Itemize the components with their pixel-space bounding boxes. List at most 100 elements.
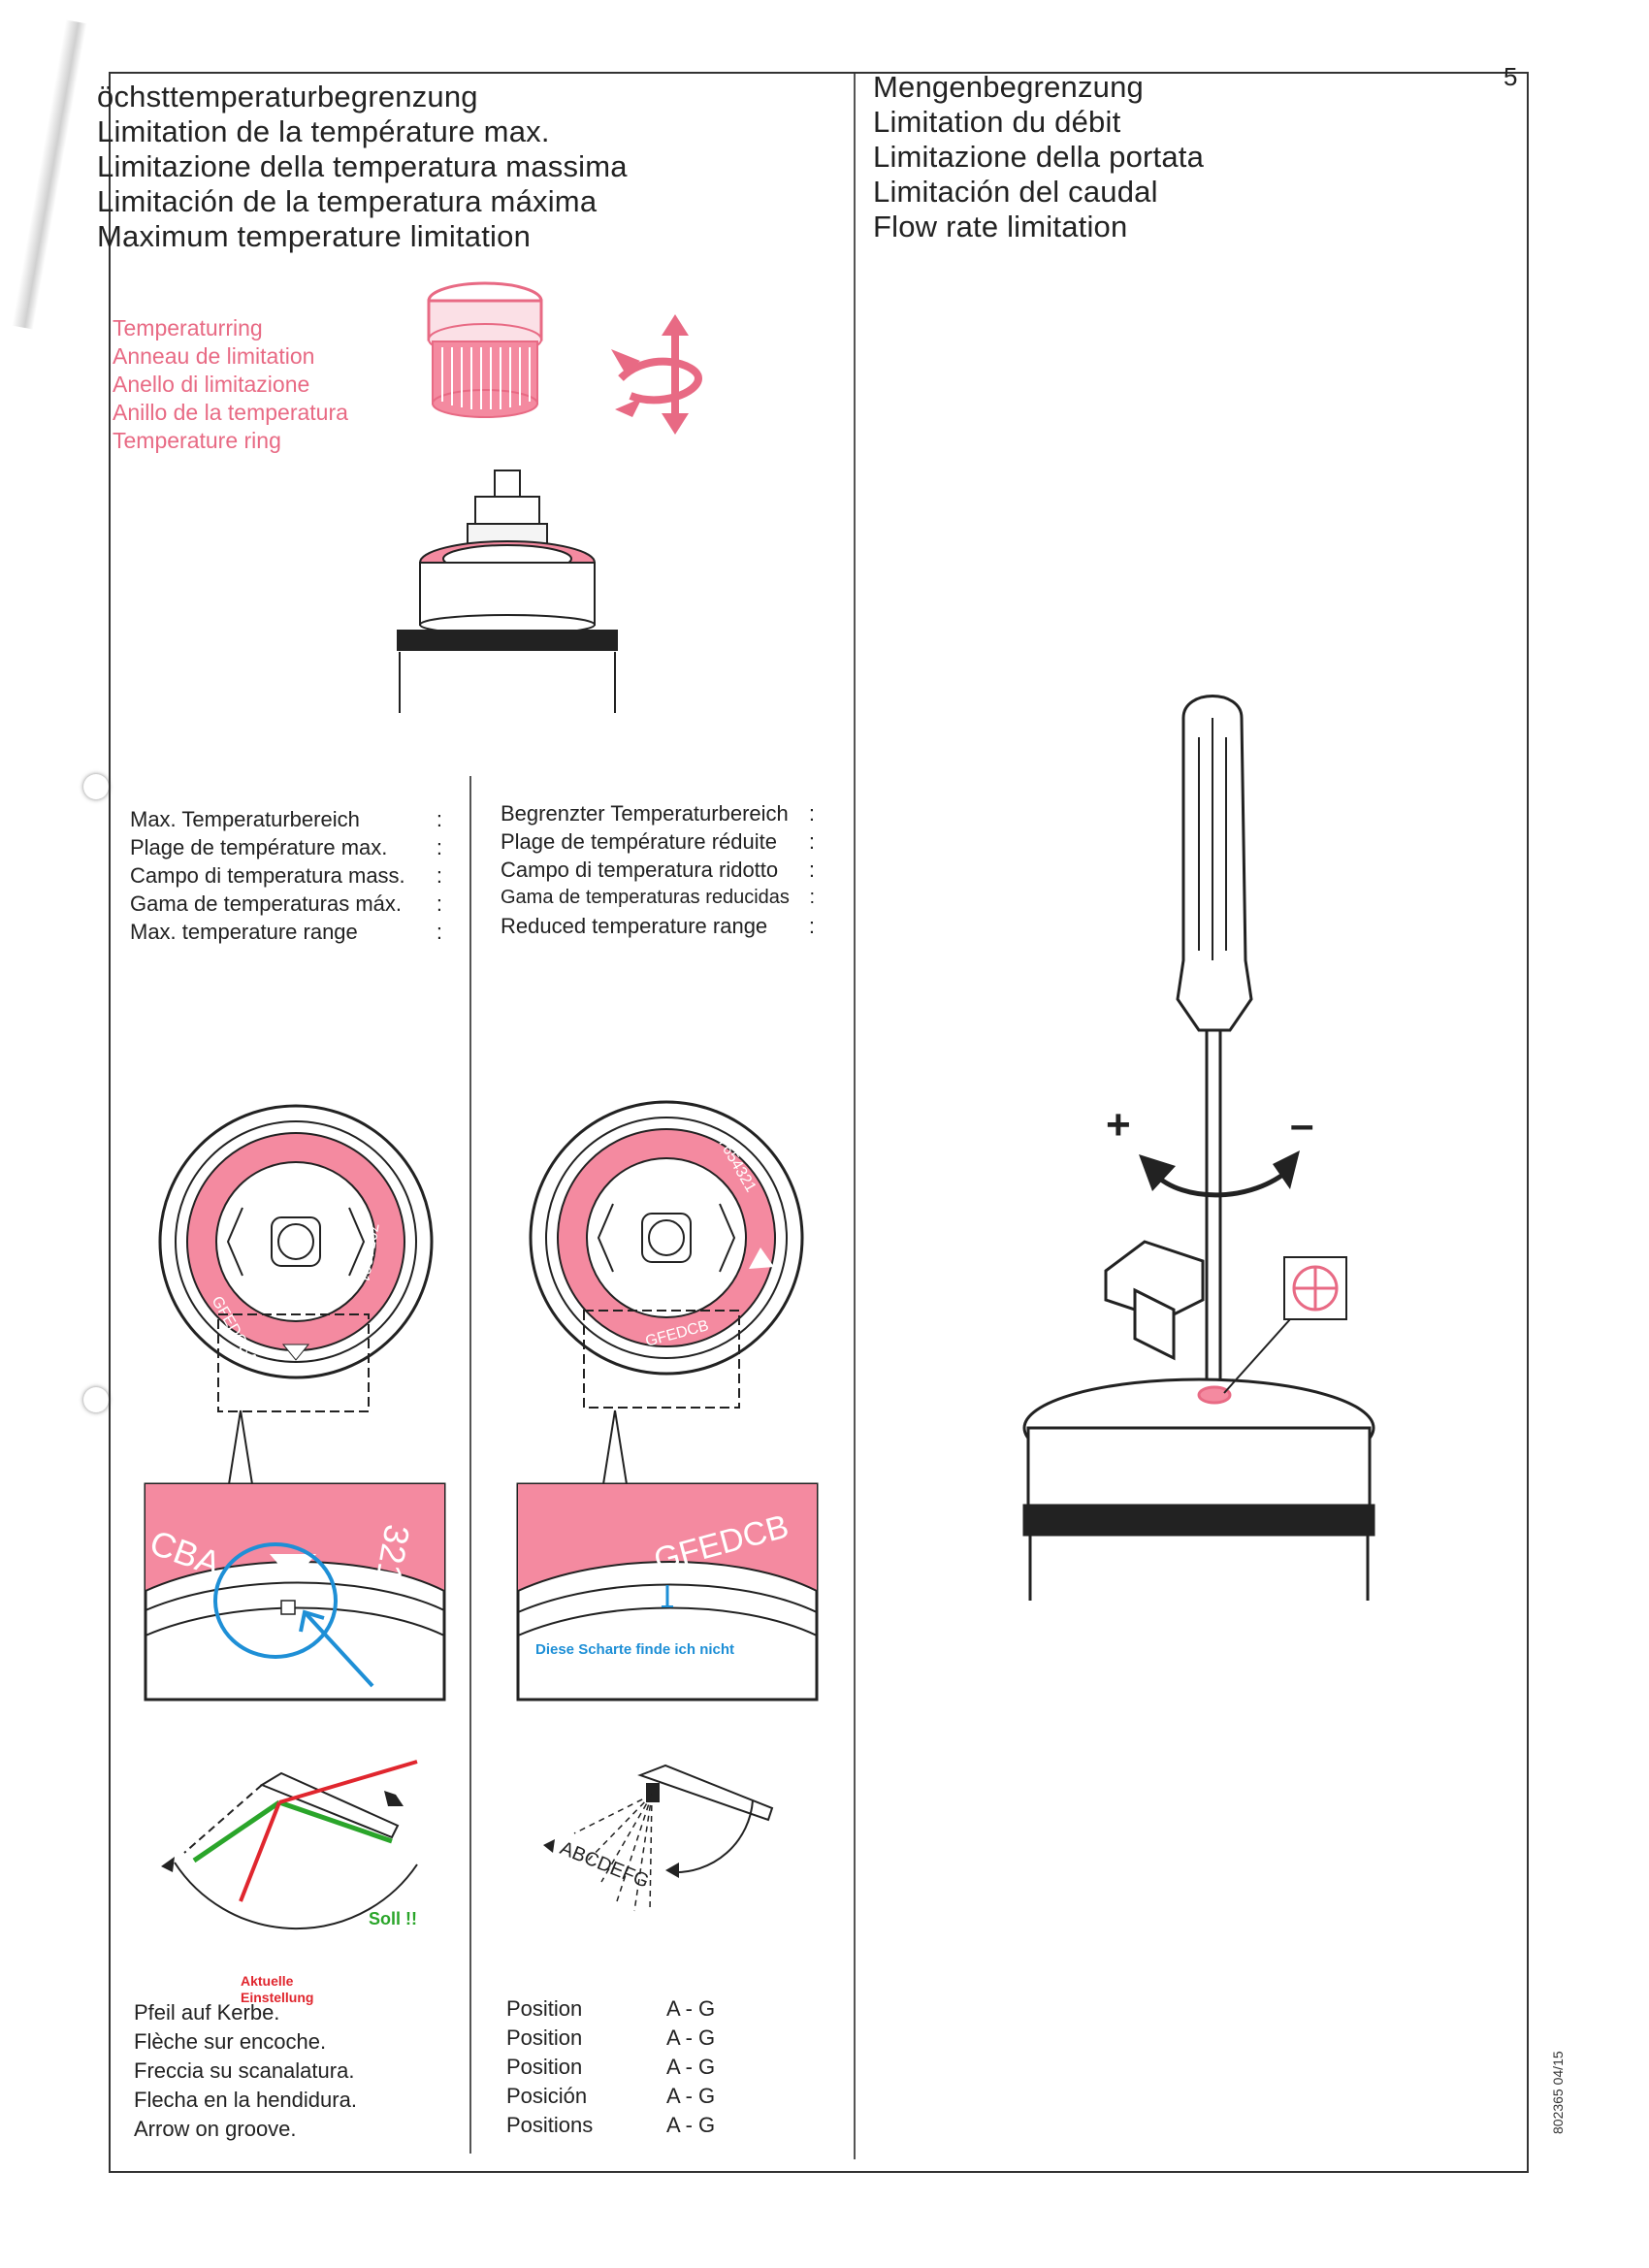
rotation-arrow-icon xyxy=(1152,1167,1292,1198)
flow-rate-adjustment-illustration: + – xyxy=(1022,695,1375,1601)
position-label: Position xyxy=(506,2025,583,2050)
range-label: Max. Temperaturbereich xyxy=(130,807,360,831)
scan-shadow xyxy=(12,19,87,330)
title-line: Maximum temperature limitation xyxy=(97,219,532,253)
title-line: Flow rate limitation xyxy=(873,210,1128,243)
position-row: Posición A - G xyxy=(506,2082,715,2111)
punch-hole xyxy=(83,774,109,799)
position-row: Position A - G xyxy=(506,1994,715,2024)
cartridge-with-ring-illustration xyxy=(397,281,703,713)
range-row: Begrenzter Temperaturbereich: xyxy=(501,799,815,827)
arrow-on-groove-list: Pfeil auf Kerbe. Flèche sur encoche. Fre… xyxy=(134,1998,357,2144)
page-frame xyxy=(109,72,1529,2173)
screwdriver-icon xyxy=(1176,695,1253,1401)
range-row: Max. temperature range: xyxy=(130,918,442,946)
title-line: Mengenbegrenzung xyxy=(873,70,1144,104)
reduced-range-zoom-illustration: GFEDCB xyxy=(516,1409,819,1701)
instruction-line: Freccia su scanalatura. xyxy=(134,2058,355,2083)
positions-table: Position A - G Position A - G Position A - … xyxy=(506,1994,715,2140)
reduced-range-list: Begrenzter Temperaturbereich: Plage de t… xyxy=(501,799,815,940)
colon: : xyxy=(436,835,442,859)
position-value: A - G xyxy=(666,2055,716,2079)
instruction-line: Pfeil auf Kerbe. xyxy=(134,2000,280,2025)
range-row: Campo di temperatura mass.: xyxy=(130,861,442,890)
position-label: Positions xyxy=(506,2113,594,2137)
title-line: öchsttemperaturbegrenzung xyxy=(97,80,478,113)
range-label: Reduced temperature range xyxy=(501,914,768,938)
title-line: Limitazione della temperatura massima xyxy=(97,149,628,183)
temperature-ring-labels: Temperaturring Anneau de limitation Anel… xyxy=(113,314,348,455)
page-number: 5 xyxy=(1504,62,1518,91)
range-row: Reduced temperature range: xyxy=(501,912,815,940)
max-range-list: Max. Temperaturbereich: Plage de tempéra… xyxy=(130,805,442,946)
plus-sign: + xyxy=(1106,1101,1131,1149)
colon: : xyxy=(436,891,442,916)
colon: : xyxy=(808,914,815,938)
annotation-line: Aktuelle xyxy=(241,1973,294,1989)
position-value: A - G xyxy=(666,1996,716,2021)
colon: : xyxy=(809,887,815,908)
colon: : xyxy=(808,858,815,882)
range-label: Plage de température réduite xyxy=(501,829,777,854)
max-range-zoom-illustration: CBA 321 xyxy=(144,1409,446,1701)
ring-label: Anneau de limitation xyxy=(113,343,315,369)
instruction-line: Flèche sur encoche. xyxy=(134,2029,327,2054)
position-label: Position xyxy=(506,2055,583,2079)
range-label: Campo di temperatura ridotto xyxy=(501,858,779,882)
colon: : xyxy=(436,920,442,944)
valve-body-icon xyxy=(1022,1240,1375,1601)
instruction-line: Flecha en la hendidura. xyxy=(134,2088,357,2112)
position-row: Position A - G xyxy=(506,2053,715,2082)
range-row: Plage de température max.: xyxy=(130,833,442,861)
ring-label: Anillo de la temperatura xyxy=(113,400,348,425)
lever-position-diagram-left xyxy=(161,1760,418,1930)
title-line: Limitación del caudal xyxy=(873,175,1158,209)
reduced-range-dial-illustration: 7654321 GFEDCB xyxy=(529,1100,804,1409)
range-label: Begrenzter Temperaturbereich xyxy=(501,801,789,826)
colon: : xyxy=(436,807,442,831)
right-section-title: Mengenbegrenzung Limitation du débit Lim… xyxy=(873,70,1204,244)
cartridge-icon xyxy=(397,470,618,713)
colon: : xyxy=(808,801,815,826)
position-label: Position xyxy=(506,1996,583,2021)
position-row: Positions A - G xyxy=(506,2111,715,2140)
range-row: Gama de temperaturas máx.: xyxy=(130,890,442,918)
annotation-line: Einstellung xyxy=(241,1990,314,2005)
title-line: Limitación de la temperatura máxima xyxy=(97,184,598,218)
ring-label: Anello di limitazione xyxy=(113,372,310,397)
position-row: Position A - G xyxy=(506,2024,715,2053)
range-label: Gama de temperaturas máx. xyxy=(130,891,403,916)
document-code: 802365 04/15 xyxy=(1550,2051,1566,2134)
column-divider xyxy=(854,74,856,2159)
lever-position-diagram-right: ABCDEFG xyxy=(543,1764,774,1912)
range-row: Max. Temperaturbereich: xyxy=(130,805,442,833)
title-line: Limitation de la température max. xyxy=(97,114,550,148)
target-annotation: Soll !! xyxy=(369,1909,417,1928)
colon: : xyxy=(808,829,815,854)
position-value: A - G xyxy=(666,2113,716,2137)
minus-sign: – xyxy=(1290,1101,1313,1149)
range-label: Gama de temperaturas reducidas xyxy=(501,887,790,908)
range-row: Plage de température réduite: xyxy=(501,827,815,856)
max-range-dial-illustration: GFEDCBA 7654321 xyxy=(158,1104,434,1412)
ring-label: Temperature ring xyxy=(113,428,281,453)
range-row: Gama de temperaturas reducidas: xyxy=(501,884,815,912)
temperature-ring-icon xyxy=(427,281,543,418)
range-label: Max. temperature range xyxy=(130,920,358,944)
notch-highlight-circle xyxy=(213,1542,338,1659)
colon: : xyxy=(436,863,442,888)
punch-hole xyxy=(83,1387,109,1412)
position-label: Posición xyxy=(506,2084,588,2108)
movement-arrows-icon xyxy=(611,314,703,435)
position-value: A - G xyxy=(666,2025,716,2050)
title-line: Limitazione della portata xyxy=(873,140,1205,174)
ring-label: Temperaturring xyxy=(113,315,263,340)
range-label: Plage de température max. xyxy=(130,835,388,859)
instruction-line: Arrow on groove. xyxy=(134,2117,297,2141)
actual-setting-annotation: Aktuelle Einstellung xyxy=(241,1973,313,2006)
lever-scale-letters: ABCDEFG xyxy=(557,1837,652,1893)
range-label: Campo di temperatura mass. xyxy=(130,863,405,888)
position-value: A - G xyxy=(666,2084,716,2108)
range-row: Campo di temperatura ridotto: xyxy=(501,856,815,884)
notch-not-found-note: Diese Scharte finde ich nicht xyxy=(535,1641,735,1658)
